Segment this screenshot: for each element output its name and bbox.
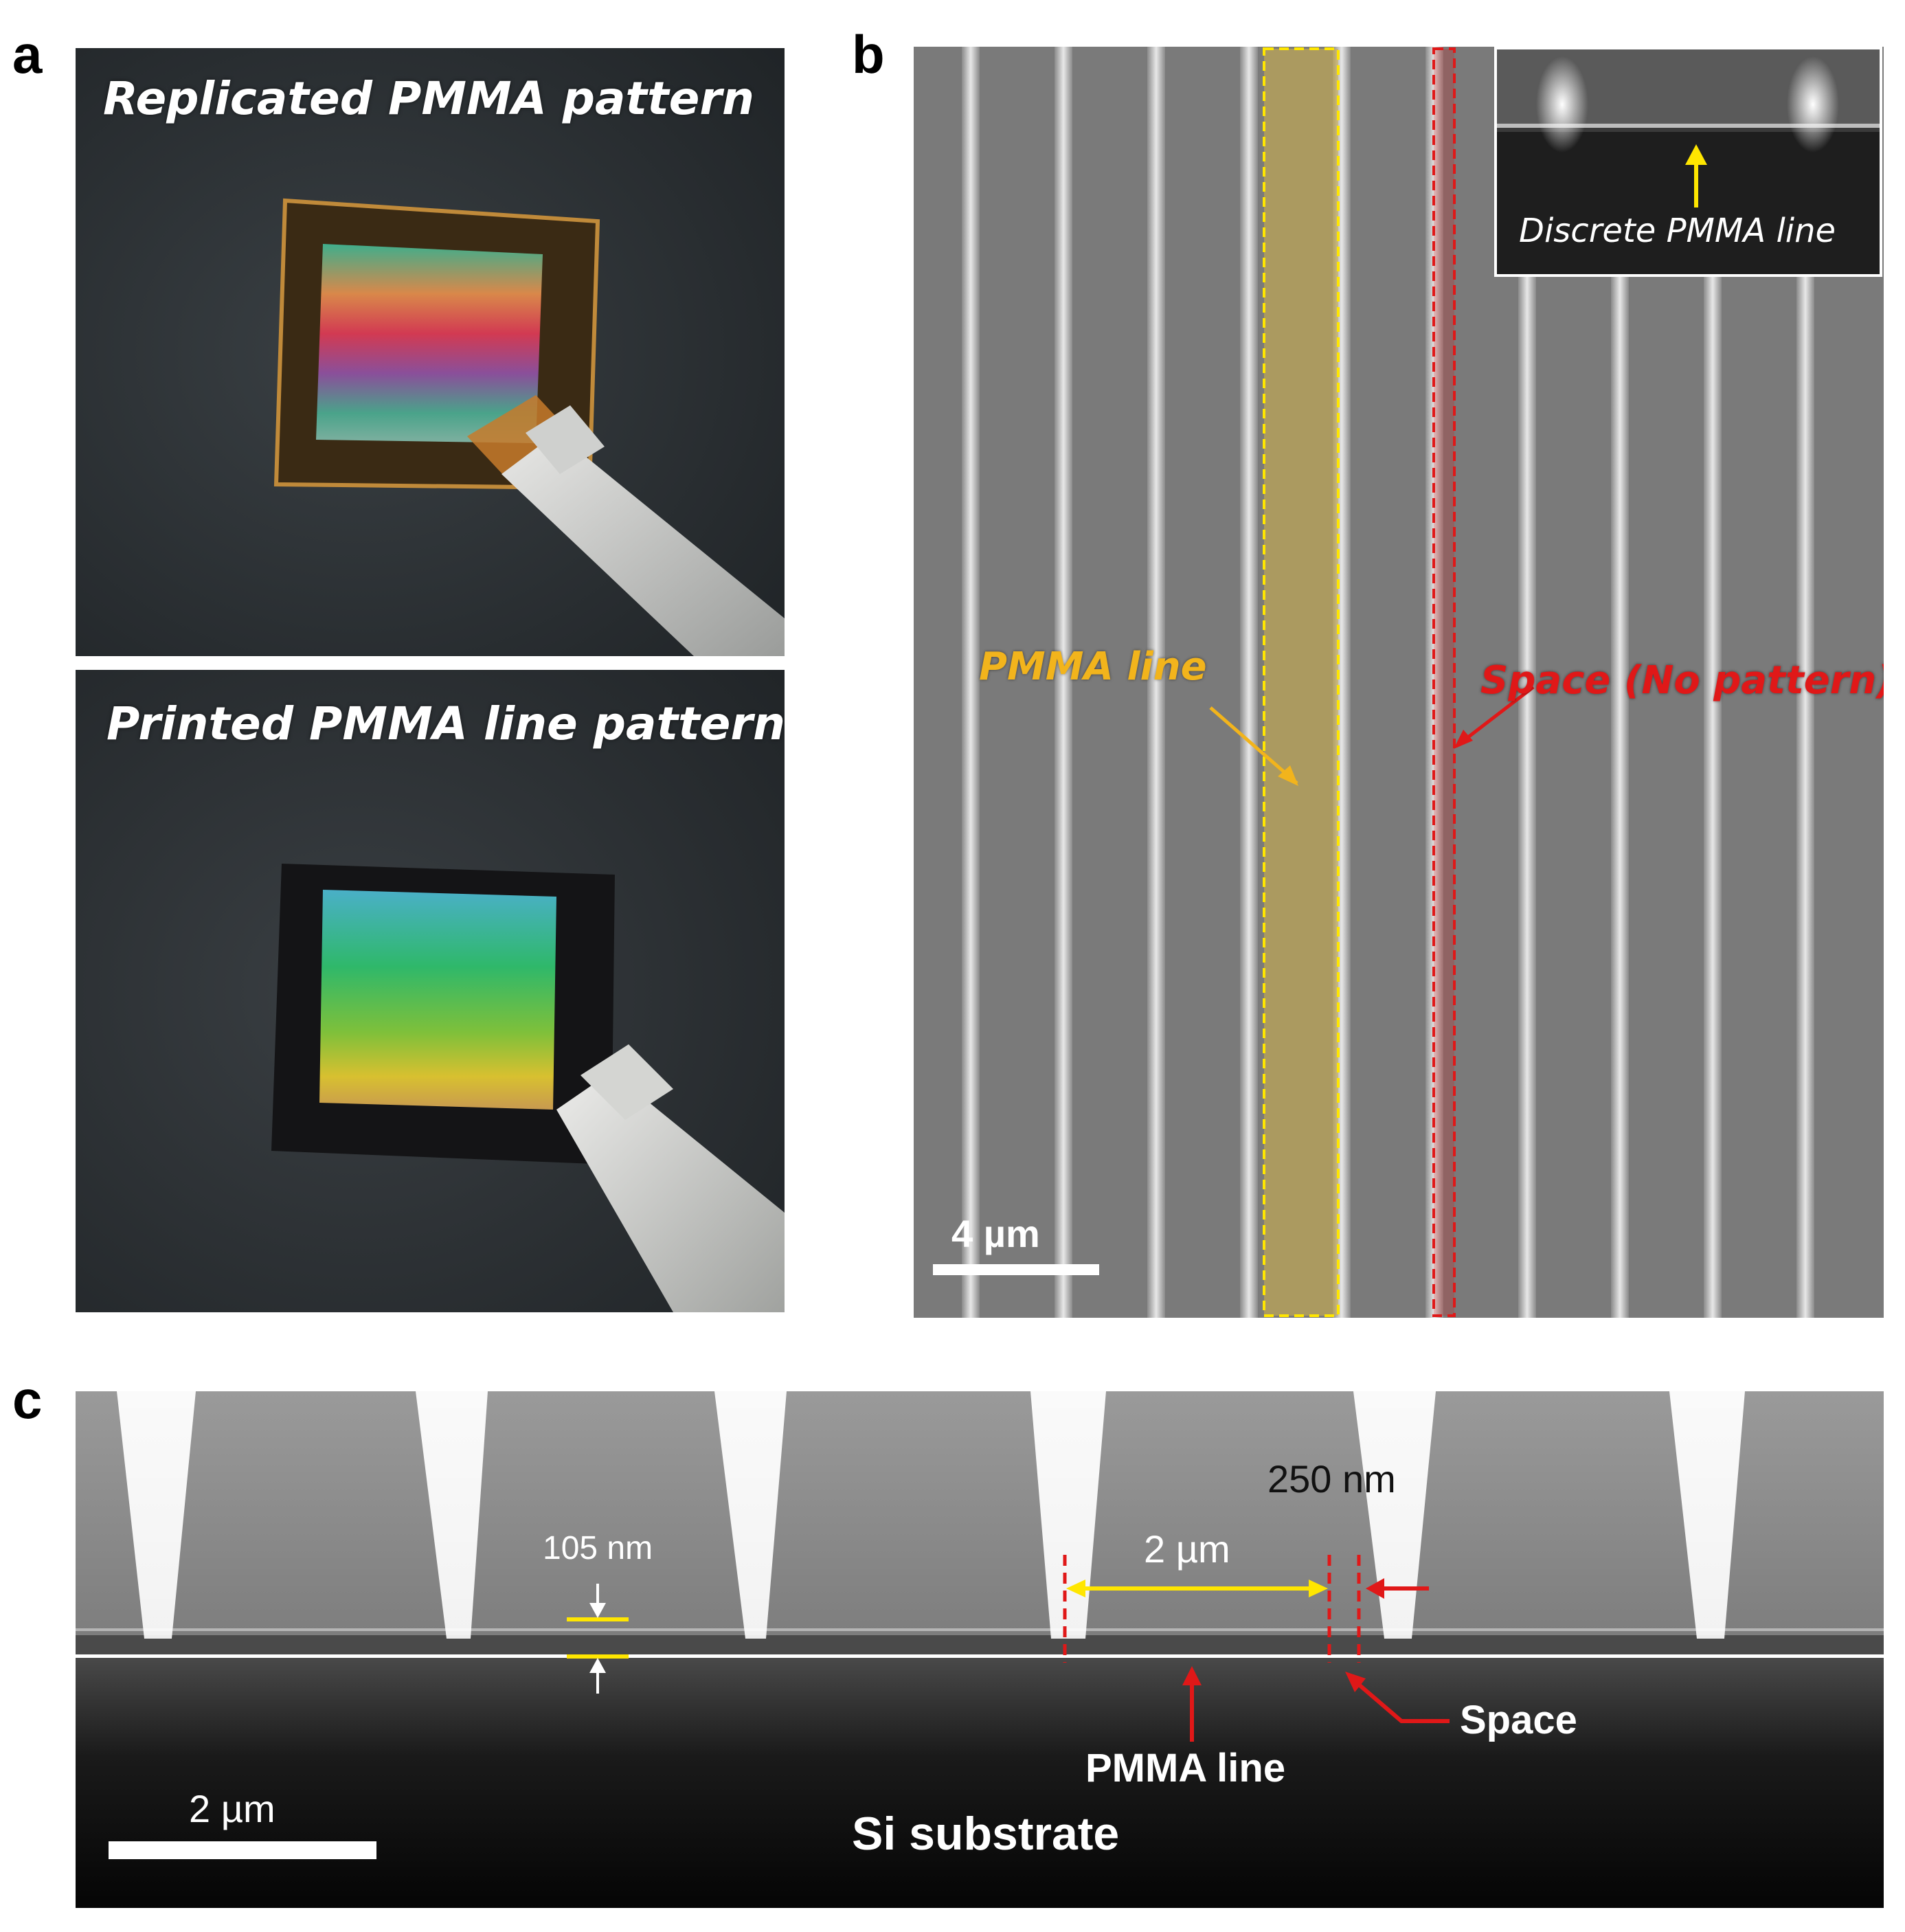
inset-label: Discrete PMMA line bbox=[1519, 212, 1836, 250]
label-gap: 250 nm bbox=[1267, 1457, 1396, 1501]
label-space-c: Space bbox=[1460, 1698, 1577, 1742]
label-pmma-line-b: PMMA line bbox=[979, 644, 1207, 689]
inset-cross-section: Discrete PMMA line bbox=[1494, 47, 1882, 277]
photo-title-replicated: Replicated PMMA pattern bbox=[103, 72, 754, 125]
panel-letter-b: b bbox=[852, 24, 885, 85]
inset-graphic bbox=[1497, 49, 1880, 274]
panel-letter-a: a bbox=[12, 24, 43, 85]
label-pmma-line-c: PMMA line bbox=[1085, 1746, 1286, 1790]
sem-cross-section: 105 nm 2 µm 250 nm PMMA line Space Si su… bbox=[76, 1391, 1884, 1908]
label-thickness: 105 nm bbox=[543, 1530, 653, 1566]
scale-bar-label-c: 2 µm bbox=[189, 1787, 275, 1830]
photo-printed-pmma: Printed PMMA line pattern bbox=[76, 670, 785, 1312]
replicated-sample-illustration bbox=[76, 48, 785, 656]
panel-letter-c: c bbox=[12, 1369, 43, 1430]
label-space-b: Space (No pattern) bbox=[1480, 658, 1884, 703]
photo-title-printed: Printed PMMA line pattern bbox=[106, 697, 785, 750]
label-substrate: Si substrate bbox=[852, 1808, 1120, 1860]
sem-top-view: Discrete PMMA line PMMA line Space (No p… bbox=[914, 47, 1884, 1318]
label-pitch: 2 µm bbox=[1144, 1527, 1230, 1571]
line-pattern-graphic bbox=[914, 47, 1884, 1318]
scale-bar-label-b: 4 µm bbox=[951, 1212, 1040, 1255]
photo-replicated-pmma: Replicated PMMA pattern bbox=[76, 48, 785, 656]
printed-sample-illustration bbox=[76, 670, 785, 1312]
cross-section-graphic bbox=[76, 1391, 1884, 1908]
